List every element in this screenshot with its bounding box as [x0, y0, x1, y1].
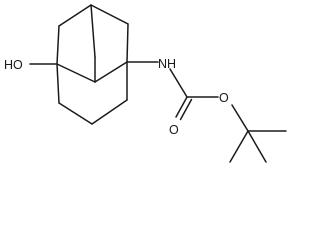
bond — [56, 25, 60, 65]
bond-methyl — [229, 130, 249, 163]
bond — [90, 4, 96, 58]
bond — [56, 63, 96, 83]
carbonyl-oxygen-label: O — [169, 123, 179, 137]
bond-nh-carbonyl — [169, 68, 188, 98]
adamantane-cage — [56, 4, 129, 125]
bond — [126, 23, 129, 63]
bond-methyl — [247, 130, 267, 163]
bond — [91, 99, 128, 125]
ester-oxygen-label: O — [219, 91, 229, 105]
amine-label: NH — [158, 57, 176, 71]
bond — [58, 102, 93, 125]
bond — [94, 61, 128, 83]
bond-carbonyl-double-2 — [179, 98, 193, 121]
bond — [56, 63, 60, 104]
atom-labels: HO NH O O — [4, 57, 229, 137]
bond — [58, 4, 92, 27]
hydroxyl-label: HO — [4, 58, 23, 72]
bond-carbonyl-double-1 — [175, 96, 188, 118]
structure-diagram: HO NH O O — [4, 4, 287, 163]
bond — [90, 4, 129, 25]
bond-ester-tbutyl — [231, 104, 249, 132]
substituent-bonds — [29, 61, 287, 163]
